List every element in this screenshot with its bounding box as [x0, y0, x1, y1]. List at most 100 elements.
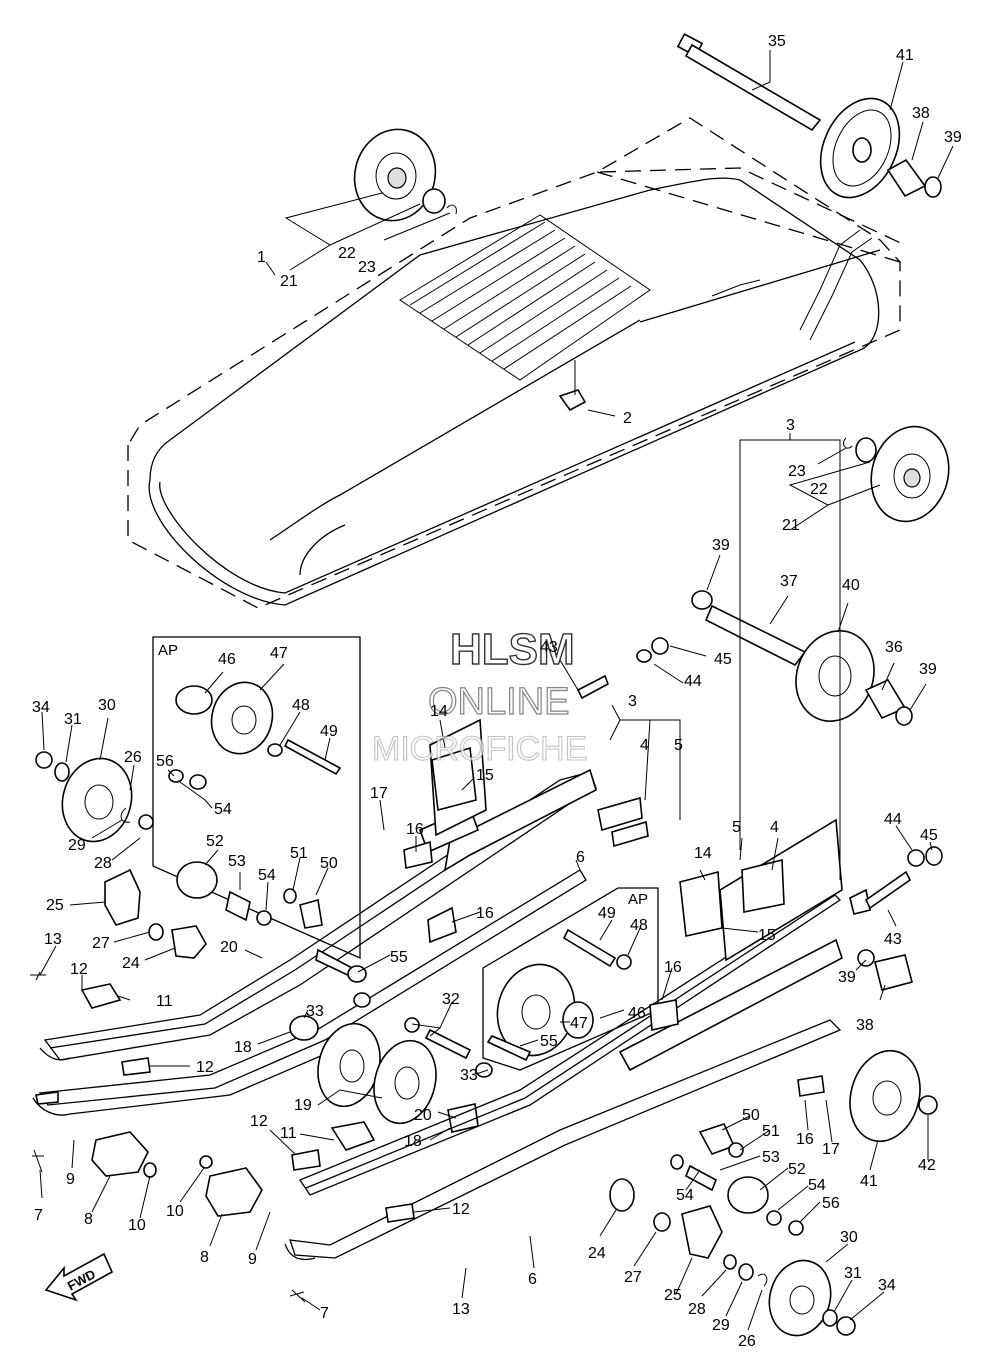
callout-55: 55: [390, 949, 408, 966]
callout-27: 27: [624, 1269, 642, 1286]
callout-8: 8: [84, 1211, 93, 1228]
callout-26: 26: [738, 1333, 756, 1350]
callout-24: 24: [122, 955, 140, 972]
ap-box-left: [152, 636, 361, 960]
callout-35: 35: [768, 33, 786, 50]
callout-38: 38: [856, 1017, 874, 1034]
callout-56: 56: [156, 753, 174, 770]
callout-30: 30: [98, 697, 116, 714]
callout-48: 48: [630, 917, 648, 934]
callout-17: 17: [370, 785, 388, 802]
ap-label-left: AP: [158, 642, 178, 659]
watermark: HLSM ONLINE MICROFICHE: [371, 624, 587, 768]
watermark-line-3: MICROFICHE: [372, 730, 587, 768]
callout-39: 39: [944, 129, 962, 146]
callout-17: 17: [822, 1141, 840, 1158]
callout-39: 39: [712, 537, 730, 554]
callout-54: 54: [258, 867, 276, 884]
callout-5: 5: [732, 819, 741, 836]
callout-6: 6: [528, 1271, 537, 1288]
callout-48: 48: [292, 697, 310, 714]
callout-39: 39: [838, 969, 856, 986]
callout-23: 23: [358, 259, 376, 276]
callout-28: 28: [688, 1301, 706, 1318]
watermark-line-2: ONLINE: [428, 681, 569, 723]
callout-1: 1: [257, 249, 266, 266]
callout-15: 15: [476, 767, 494, 784]
callout-14: 14: [430, 703, 448, 720]
callout-labels: 35 41 38 39 22 23 21 1 2 23 22 21 39 37 …: [32, 33, 962, 1350]
callout-45: 45: [714, 651, 732, 668]
callout-18: 18: [404, 1133, 422, 1150]
callout-16: 16: [796, 1131, 814, 1148]
callout-20: 20: [220, 939, 238, 956]
callout-41: 41: [896, 47, 914, 64]
callout-3: 3: [786, 417, 795, 434]
callout-21: 21: [280, 273, 298, 290]
track-assembly: [127, 117, 906, 609]
callout-53: 53: [228, 853, 246, 870]
callout-30: 30: [840, 1229, 858, 1246]
callout-12: 12: [70, 961, 88, 978]
callout-7: 7: [34, 1207, 43, 1224]
callout-38: 38: [912, 105, 930, 122]
callout-47: 47: [270, 645, 288, 662]
callout-45: 45: [920, 827, 938, 844]
rear-axle-group: [676, 33, 942, 199]
callout-23: 23: [788, 463, 806, 480]
callout-54: 54: [676, 1187, 694, 1204]
callout-53: 53: [762, 1149, 780, 1166]
callout-11: 11: [156, 993, 173, 1010]
callout-22: 22: [810, 481, 828, 498]
callout-47: 47: [570, 1015, 588, 1032]
callout-54: 54: [808, 1177, 826, 1194]
callout-6: 6: [576, 849, 585, 866]
callout-44: 44: [684, 673, 702, 690]
callout-12: 12: [452, 1201, 470, 1218]
callout-56: 56: [822, 1195, 840, 1212]
callout-34: 34: [878, 1277, 896, 1294]
callout-41: 41: [860, 1173, 878, 1190]
bogie-wheels: [289, 992, 493, 1133]
callout-2: 2: [623, 410, 632, 427]
callout-55: 55: [540, 1033, 558, 1050]
left-rear-wheel-group: [35, 751, 207, 959]
callout-34: 34: [32, 699, 50, 716]
callout-24: 24: [588, 1245, 606, 1262]
callout-9: 9: [66, 1171, 75, 1188]
leader-lines: [39, 50, 954, 1331]
callout-16: 16: [406, 821, 424, 838]
ap-box-right: [482, 887, 659, 1071]
track-clip: [558, 389, 587, 412]
callout-40: 40: [842, 577, 860, 594]
callout-51: 51: [290, 845, 308, 862]
callout-44: 44: [884, 811, 902, 828]
callout-10: 10: [166, 1203, 184, 1220]
callout-3: 3: [628, 693, 637, 710]
track-lug-pattern: [399, 214, 873, 381]
upper-idler-wheel-right: [843, 425, 950, 523]
watermark-line-1: HLSM: [450, 625, 575, 674]
callout-15: 15: [758, 927, 776, 944]
callout-4: 4: [640, 737, 649, 754]
callout-11: 11: [280, 1125, 297, 1142]
callout-54: 54: [214, 801, 232, 818]
callout-29: 29: [712, 1317, 730, 1334]
callout-26: 26: [124, 749, 142, 766]
callout-50: 50: [742, 1107, 760, 1124]
callout-5: 5: [674, 737, 683, 754]
callout-31: 31: [844, 1265, 862, 1282]
callout-28: 28: [94, 855, 112, 872]
callout-4: 4: [770, 819, 779, 836]
callout-21: 21: [782, 517, 800, 534]
callout-52: 52: [206, 833, 224, 850]
right-rear-wheel-group: [849, 846, 943, 1143]
callout-51: 51: [762, 1123, 780, 1140]
callout-46: 46: [218, 651, 236, 668]
callout-42: 42: [918, 1157, 936, 1174]
upper-idler-wheel-left: [353, 128, 457, 222]
callout-12: 12: [196, 1059, 214, 1076]
callout-20: 20: [414, 1107, 432, 1124]
